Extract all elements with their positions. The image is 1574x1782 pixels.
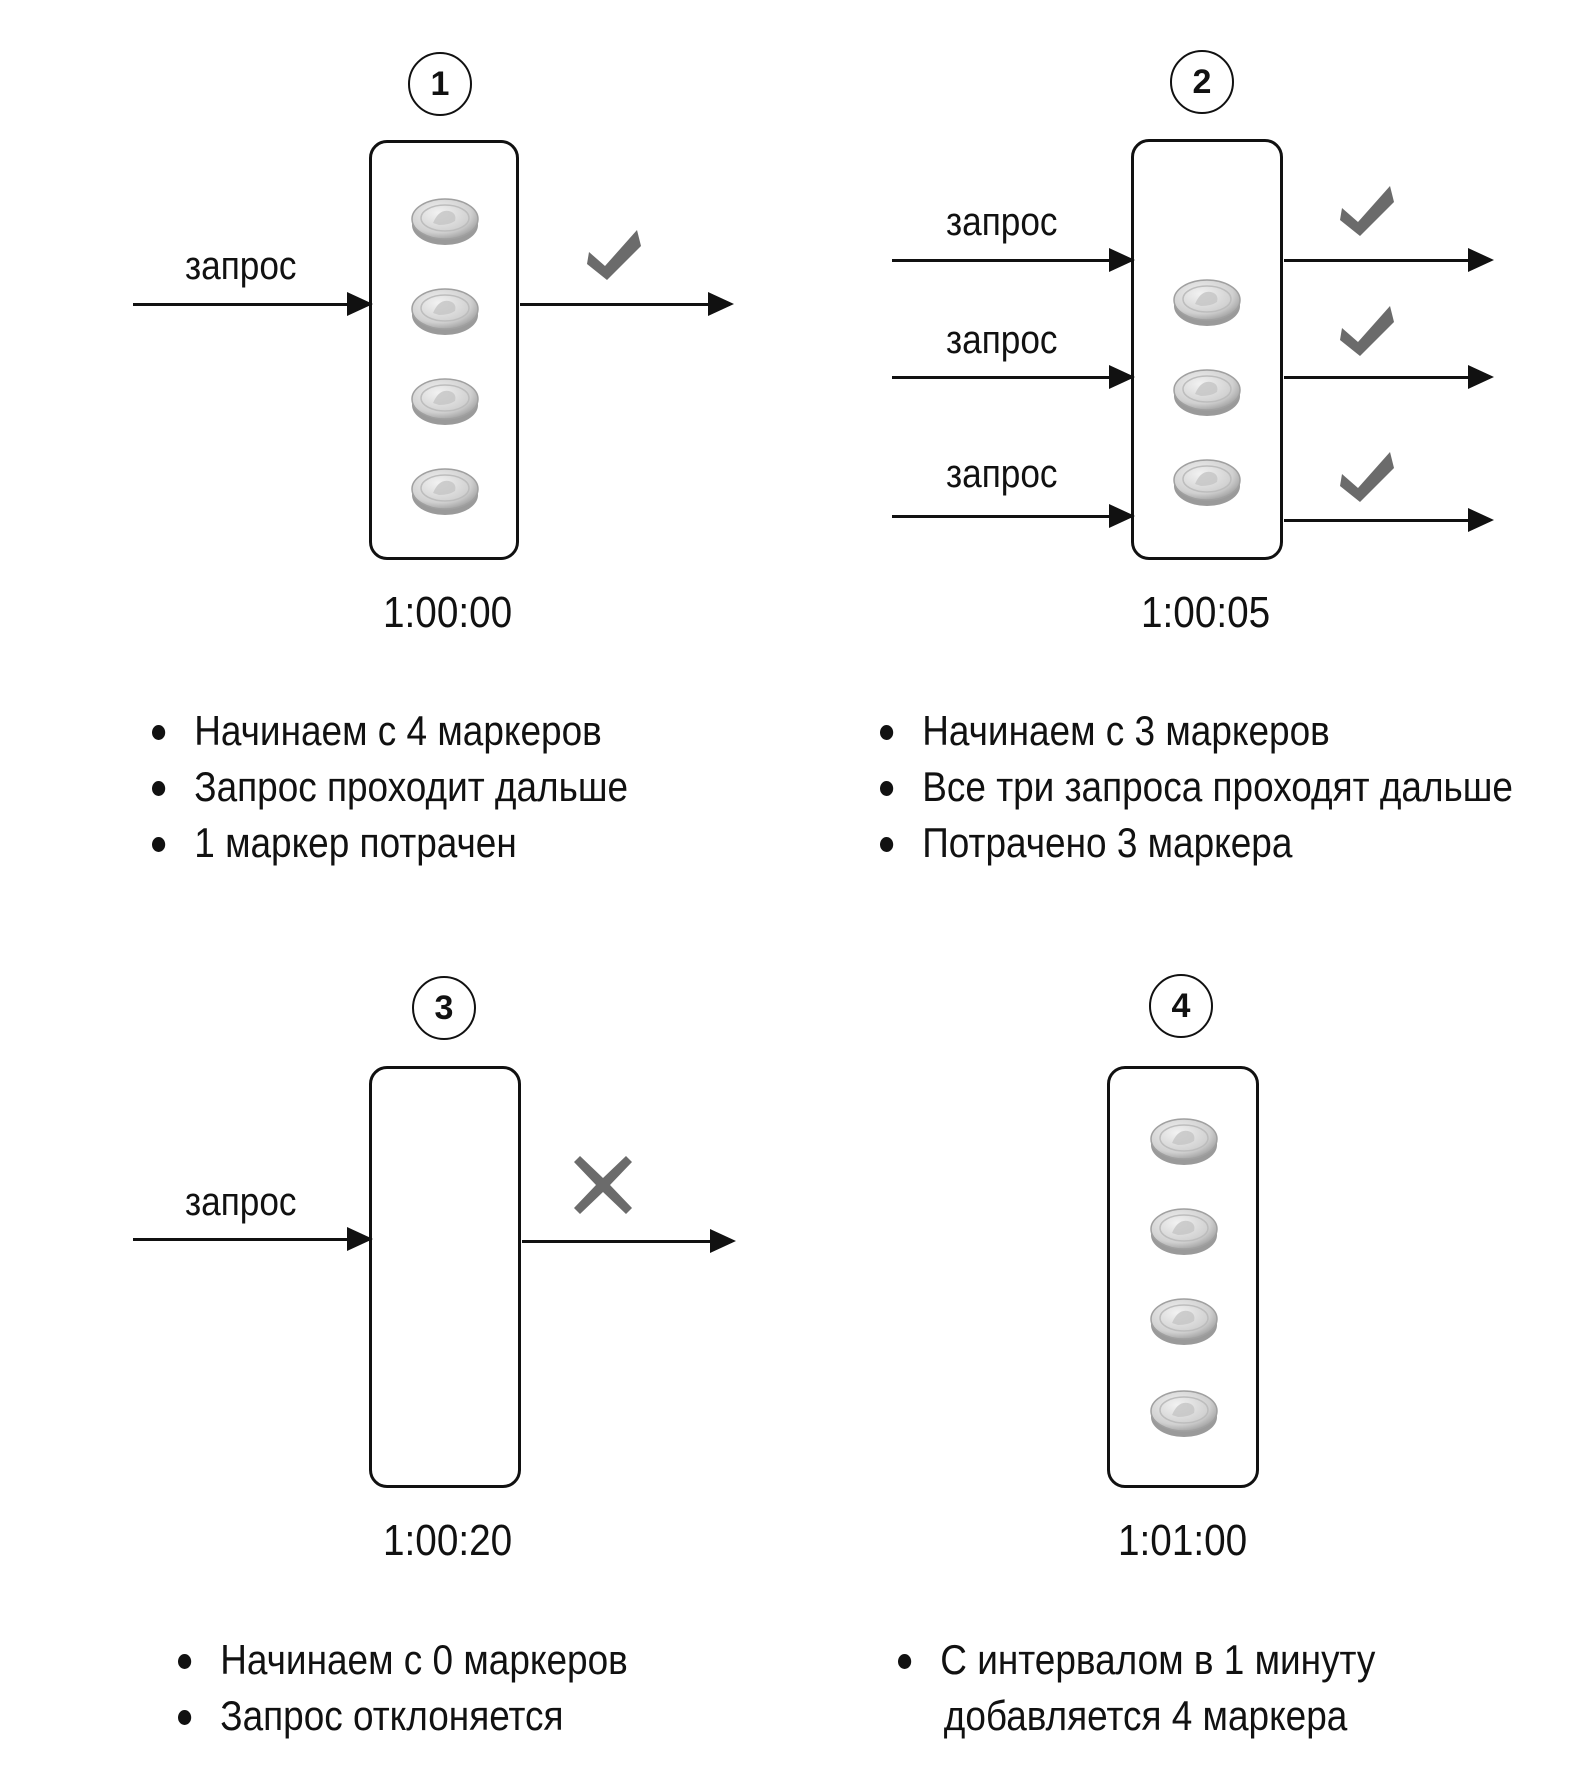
request-in-arrow: [892, 248, 1135, 272]
checkmark-icon: [1338, 300, 1396, 358]
coin-icon: [1148, 1385, 1220, 1441]
bullet-dot: [152, 725, 166, 740]
coin-icon: [1171, 274, 1243, 330]
step-number-3: 3: [412, 976, 476, 1040]
bullet-item: Начинаем с 4 маркеров: [152, 703, 628, 759]
checkmark-icon: [1338, 180, 1396, 238]
bullet-dot: [178, 1710, 192, 1725]
coin-icon: [409, 373, 481, 429]
timestamp: 1:00:20: [383, 1516, 513, 1565]
bullet-item: Потрачено 3 маркера: [880, 815, 1513, 871]
bullet-dot: [880, 781, 894, 796]
request-in-arrow: [133, 292, 373, 316]
timestamp: 1:00:05: [1141, 588, 1271, 637]
request-out-arrow: [522, 1229, 736, 1253]
request-label: запрос: [185, 1180, 297, 1224]
cross-icon: [572, 1154, 634, 1216]
bullet-item: Запрос отклоняется: [178, 1688, 628, 1744]
step-number-4: 4: [1149, 974, 1213, 1038]
bullet-item: 1 маркер потрачен: [152, 815, 628, 871]
bullet-item: Все три запроса проходят дальше: [880, 759, 1513, 815]
bullet-item: Запрос проходит дальше: [152, 759, 628, 815]
request-out-arrow: [520, 292, 734, 316]
coin-icon: [1148, 1293, 1220, 1349]
request-label: запрос: [946, 452, 1058, 496]
coin-icon: [1171, 454, 1243, 510]
request-label: запрос: [946, 200, 1058, 244]
bullet-list-4: С интервалом в 1 минуту добавляется 4 ма…: [898, 1632, 1440, 1744]
timestamp: 1:00:00: [383, 588, 513, 637]
coin-icon: [409, 193, 481, 249]
coin-icon: [409, 463, 481, 519]
bullet-dot: [152, 837, 166, 852]
request-label: запрос: [946, 318, 1058, 362]
request-out-arrow: [1284, 508, 1494, 532]
checkmark-icon: [1338, 446, 1396, 504]
bullet-list-1: Начинаем с 4 маркеров Запрос проходит да…: [152, 703, 693, 871]
request-in-arrow: [133, 1227, 373, 1251]
checkmark-icon: [585, 224, 643, 282]
coin-icon: [1148, 1113, 1220, 1169]
coin-icon: [409, 283, 481, 339]
step-number-2: 2: [1170, 50, 1234, 114]
token-bucket-4: [1107, 1066, 1259, 1488]
step-number-1: 1: [408, 52, 472, 116]
request-in-arrow: [892, 365, 1135, 389]
token-bucket-1: [369, 140, 519, 560]
timestamp: 1:01:00: [1118, 1516, 1248, 1565]
bullet-item: добавляется 4 маркера: [943, 1692, 1348, 1739]
bullet-list-2: Начинаем с 3 маркеров Все три запроса пр…: [880, 703, 1574, 871]
bullet-dot: [898, 1654, 912, 1669]
bullet-item: С интервалом в 1 минуту: [898, 1632, 1375, 1688]
bullet-item: Начинаем с 3 маркеров: [880, 703, 1513, 759]
token-bucket-3: [369, 1066, 521, 1488]
bullet-dot: [178, 1654, 192, 1669]
bullet-list-3: Начинаем с 0 маркеров Запрос отклоняется: [178, 1632, 689, 1744]
coin-icon: [1171, 364, 1243, 420]
bullet-dot: [152, 781, 166, 796]
request-label: запрос: [185, 244, 297, 288]
bullet-item: Начинаем с 0 маркеров: [178, 1632, 628, 1688]
bullet-dot: [880, 837, 894, 852]
request-out-arrow: [1284, 248, 1494, 272]
token-bucket-2: [1131, 139, 1283, 560]
bullet-dot: [880, 725, 894, 740]
coin-icon: [1148, 1203, 1220, 1259]
request-out-arrow: [1284, 365, 1494, 389]
request-in-arrow: [892, 504, 1135, 528]
